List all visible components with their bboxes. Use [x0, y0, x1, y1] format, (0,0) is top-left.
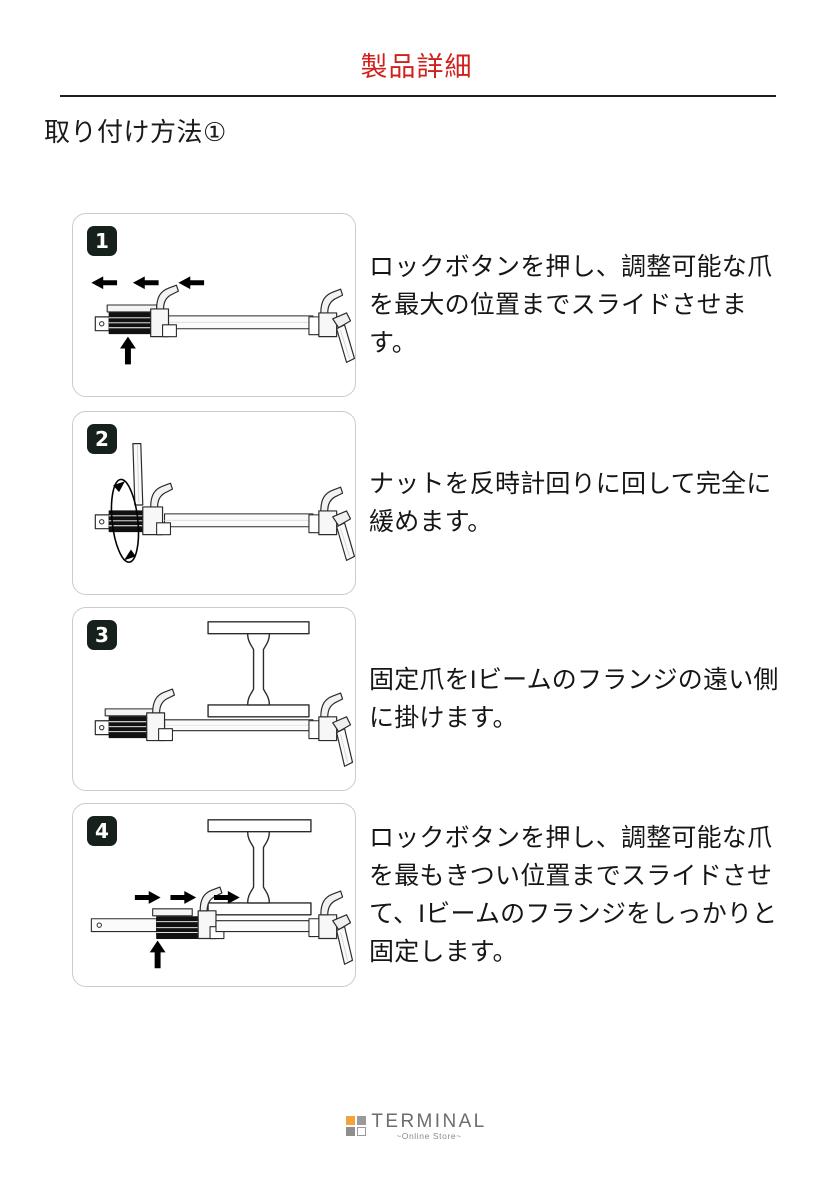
- logo-squares-icon: [346, 1116, 367, 1137]
- counterclockwise-arrow: [110, 478, 140, 563]
- list-item: 3 固定爪をIビームのフランジの遠い側に掛けます。: [0, 607, 833, 791]
- clamp-slide-open-diagram: [91, 276, 355, 365]
- i-beam-shape: [207, 819, 312, 916]
- step-figure-card-3: 3: [72, 607, 356, 791]
- nut-loosen-diagram: [94, 443, 355, 563]
- title-divider: [60, 95, 776, 97]
- page-title: 製品詳細: [360, 52, 473, 82]
- rotation-arrowheads: [113, 481, 136, 561]
- footer: TERMINAL ~Online Store~: [0, 1112, 833, 1141]
- logo-subtitle: ~Online Store~: [396, 1131, 462, 1141]
- logo-square-gray-bottom: [346, 1127, 356, 1137]
- step-badge: 3: [87, 620, 117, 650]
- step-figure-card-2: 2: [72, 411, 356, 595]
- steps-list: 1 ロックボタンを押し、調整可能な爪を最大の位置までスライドさせます。: [0, 213, 833, 987]
- i-beam-shape: [207, 621, 310, 718]
- step-text: 固定爪をIビームのフランジの遠い側に掛けます。: [369, 666, 779, 732]
- list-item: 4 ロックボタンを押し、調整可能な爪を最もきつい位置までスライドさせて、Iビーム…: [0, 803, 833, 987]
- step-badge: 4: [87, 816, 117, 846]
- logo-square-orange: [346, 1116, 356, 1126]
- brand-logo: TERMINAL ~Online Store~: [346, 1112, 486, 1141]
- list-item: 1 ロックボタンを押し、調整可能な爪を最大の位置までスライドさせます。: [0, 213, 833, 397]
- logo-square-white: [357, 1127, 367, 1137]
- step-text: ナットを反時計回りに回して完全に緩めます。: [369, 470, 772, 536]
- section-heading: 取り付け方法①: [44, 117, 227, 147]
- step-badge: 1: [87, 226, 117, 256]
- up-arrow: [120, 336, 136, 365]
- step-figure-card-4: 4: [72, 803, 356, 987]
- left-arrow-group: [91, 276, 205, 290]
- step-text: ロックボタンを押し、調整可能な爪を最もきつい位置までスライドさせて、Iビームのフ…: [369, 824, 778, 966]
- list-item: 2 ナットを反時計回りに回して完全に緩めます。: [0, 411, 833, 595]
- logo-square-gray-top: [357, 1116, 367, 1126]
- logo-text: TERMINAL ~Online Store~: [371, 1112, 486, 1141]
- step-figure-card-1: 1: [72, 213, 356, 397]
- clamp-tighten-on-beam-diagram: [90, 819, 354, 969]
- step-badge: 2: [87, 424, 117, 454]
- step-text: ロックボタンを押し、調整可能な爪を最大の位置までスライドさせます。: [369, 253, 773, 357]
- logo-word: TERMINAL: [371, 1111, 487, 1132]
- hook-fixed-jaw-on-beam-diagram: [94, 621, 354, 767]
- up-arrow: [149, 940, 166, 969]
- right-arrow-group: [134, 891, 240, 904]
